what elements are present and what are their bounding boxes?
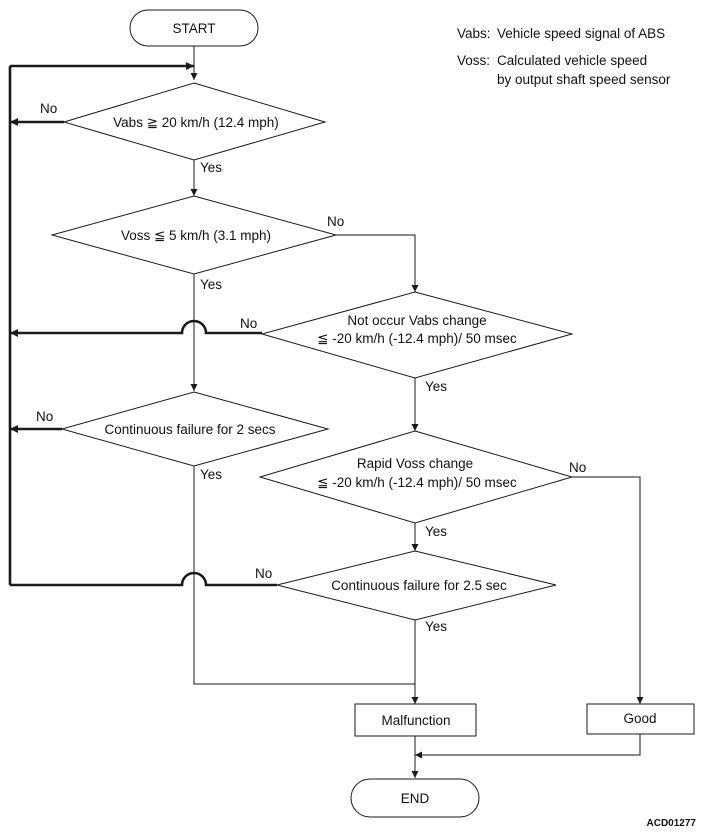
decision-rapid-voss-label-2: ≦ -20 km/h (-12.4 mph)/ 50 msec [317, 475, 517, 490]
decision-vabs-change-label-1: Not occur Vabs change [347, 313, 486, 328]
reference-code: ACD01277 [647, 818, 697, 829]
start-terminal [129, 9, 259, 47]
end-terminal [350, 778, 480, 818]
malfunction-box [354, 703, 477, 737]
d4-no-label: No [36, 409, 53, 424]
d6-no-label: No [255, 566, 272, 581]
abbreviation-legend: Vabs: Vehicle speed signal of ABS Voss: … [457, 26, 671, 87]
arrow-good-to-end [415, 734, 641, 759]
d1-yes-label: Yes [200, 160, 222, 175]
decision-vabs-change-label-2: ≦ -20 km/h (-12.4 mph)/ 50 msec [317, 331, 517, 346]
arrow-d5-no [572, 476, 644, 704]
decision-voss-speed [50, 195, 338, 275]
d6-yes-label: Yes [425, 619, 447, 634]
connectors [8, 46, 644, 778]
decision-rapid-voss [258, 430, 574, 524]
decision-failure-2-5s-label: Continuous failure for 2.5 sec [331, 578, 507, 593]
d2-yes-label: Yes [200, 277, 222, 292]
end-label: END [401, 791, 430, 806]
legend-vabs-abbr: Vabs: [457, 26, 491, 41]
legend-voss-desc-2: by output shaft speed sensor [497, 72, 671, 87]
arrow-d2-no [336, 234, 419, 292]
d5-yes-label: Yes [425, 524, 447, 539]
legend-vabs-desc: Vehicle speed signal of ABS [497, 26, 665, 41]
line-d6-no [10, 571, 277, 587]
decision-rapid-voss-label-1: Rapid Voss change [357, 456, 473, 471]
decision-vabs-change [260, 291, 574, 379]
decision-vabs-speed [62, 82, 327, 161]
good-box [586, 703, 695, 735]
malfunction-label: Malfunction [381, 713, 450, 728]
d4-yes-label: Yes [200, 467, 222, 482]
legend-voss-abbr: Voss: [457, 53, 490, 68]
good-label: Good [623, 711, 656, 726]
node-labels: START Vabs ≧ 20 km/h (12.4 mph) Voss ≦ 5… [104, 21, 656, 806]
d5-no-label: No [569, 460, 586, 475]
legend-voss-desc-1: Calculated vehicle speed [497, 53, 647, 68]
decision-failure-2s-label: Continuous failure for 2 secs [104, 422, 275, 437]
d3-no-label: No [240, 316, 257, 331]
decision-voss-speed-label: Voss ≦ 5 km/h (3.1 mph) [121, 228, 271, 243]
d2-no-label: No [327, 214, 344, 229]
decision-failure-2s [60, 391, 330, 467]
d3-yes-label: Yes [425, 379, 447, 394]
decision-failure-2-5s [276, 550, 557, 621]
line-d4-yes [193, 466, 415, 685]
start-label: START [172, 21, 215, 36]
shapes [50, 9, 695, 818]
decision-vabs-speed-label: Vabs ≧ 20 km/h (12.4 mph) [113, 115, 279, 130]
d1-no-label: No [40, 101, 57, 116]
arrow-d3-no [10, 319, 262, 337]
branch-labels: No Yes No Yes No Yes No Yes No Yes No Ye… [36, 101, 586, 634]
